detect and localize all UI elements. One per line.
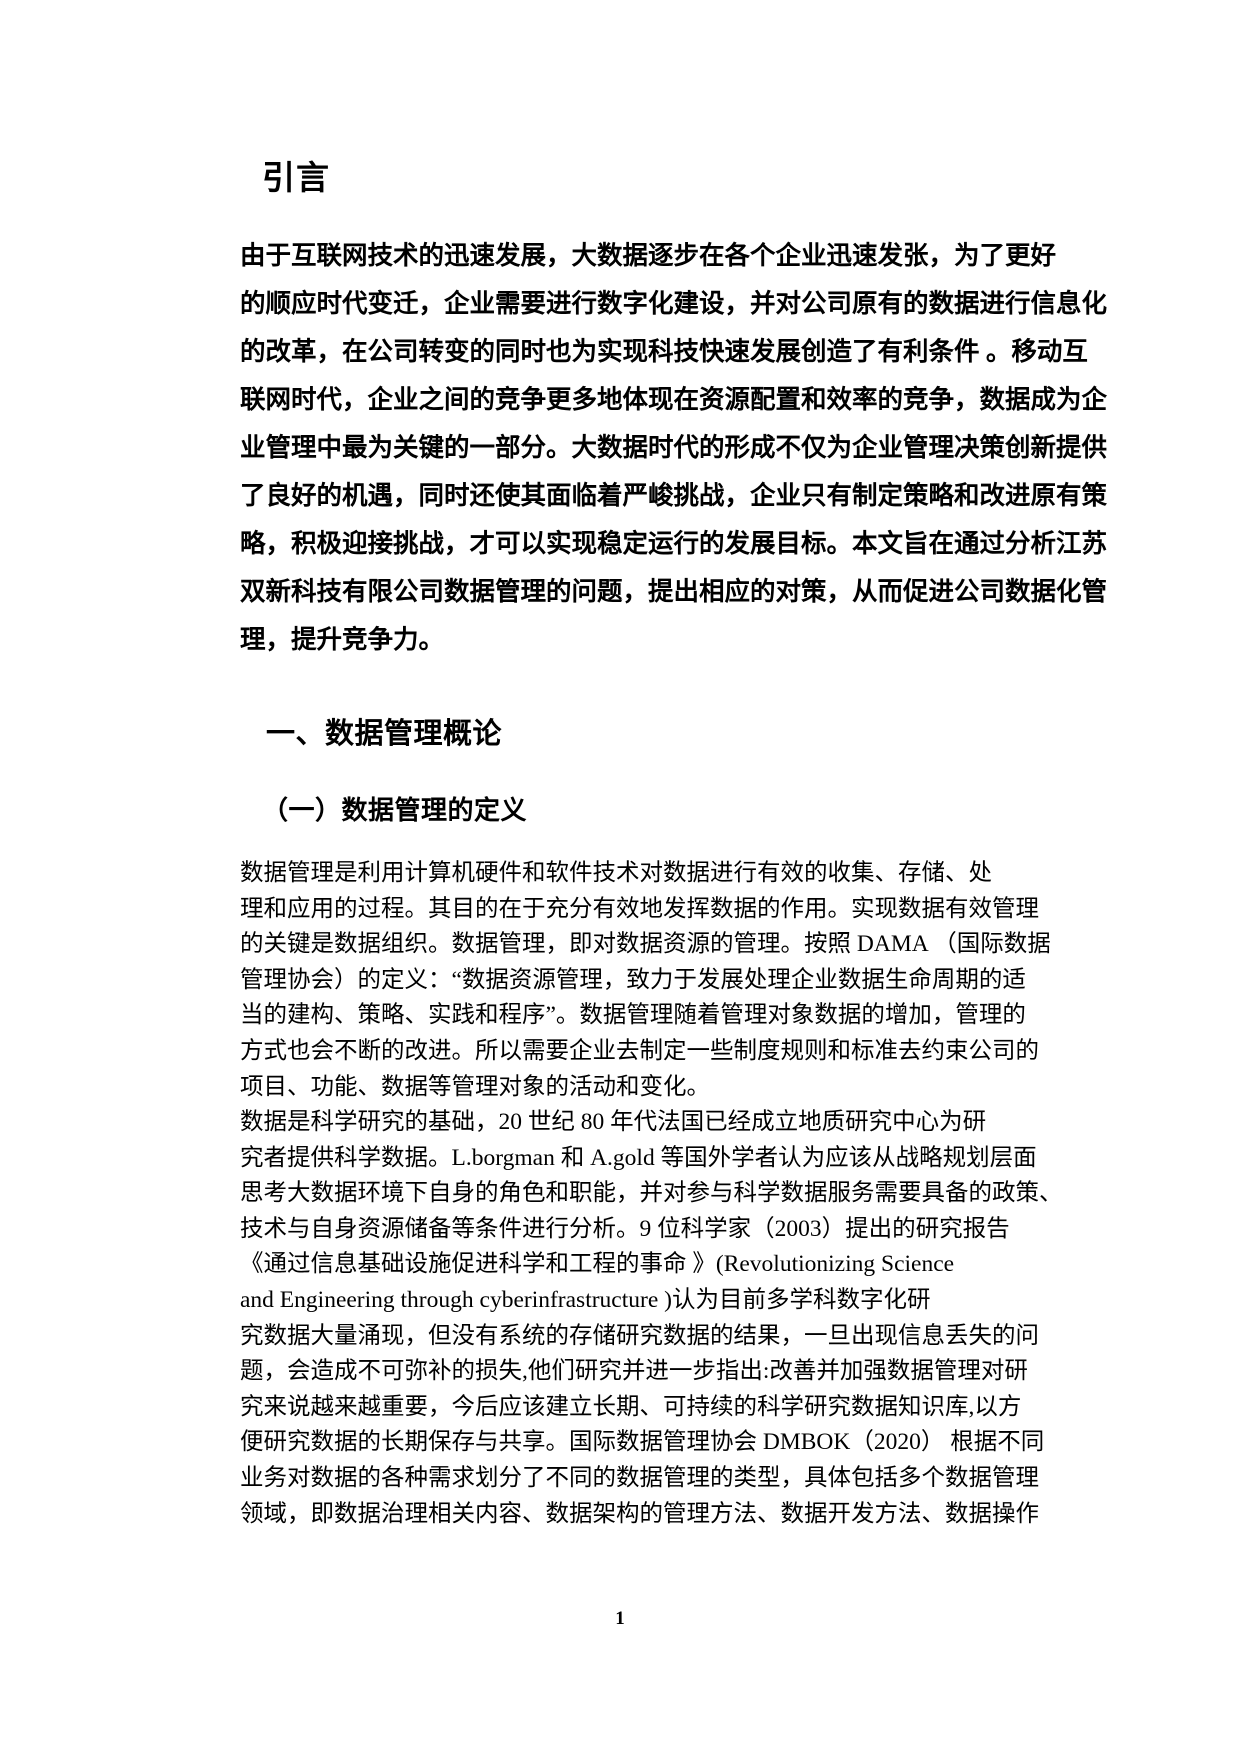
paragraph-line: 略，积极迎接挑战，才可以实现稳定运行的发展目标。本文旨在通过分析江苏 — [240, 529, 1108, 558]
paragraph-line: 究数据大量涌现，但没有系统的存储研究数据的结果，一旦出现信息丢失的问 — [240, 1322, 1039, 1349]
paragraph-line: 思考大数据环境下自身的角色和职能，并对参与科学数据服务需要具备的政策、 — [240, 1180, 1063, 1207]
paragraph-line: 项目、功能、数据等管理对象的活动和变化。 — [240, 1073, 710, 1100]
paragraph-line: 技术与自身资源储备等条件进行分析。9 位科学家（2003）提出的研究报告 — [240, 1215, 1010, 1242]
paragraph-line: and Engineering through cyberinfrastruct… — [240, 1286, 931, 1313]
paragraph-line: 方式也会不断的改进。所以需要企业去制定一些制度规则和标准去约束公司的 — [240, 1037, 1039, 1064]
paragraph-line: 管理协会）的定义：“数据资源管理，致力于发展处理企业数据生命周期的适 — [240, 966, 1026, 993]
paragraph-line: 究者提供科学数据。L.borgman 和 A.gold 等国外学者认为应该从战略… — [240, 1144, 1037, 1171]
paragraph-line: 《通过信息基础设施促进科学和工程的事命 》(Revolutionizing Sc… — [240, 1251, 955, 1278]
paragraph-line: 题，会造成不可弥补的损失,他们研究并进一步指出:改善并加强数据管理对研 — [240, 1358, 1028, 1385]
paragraph-line: 业管理中最为关键的一部分。大数据时代的形成不仅为企业管理决策创新提供 — [240, 433, 1108, 462]
paragraph-line: 的关键是数据组织。数据管理，即对数据资源的管理。按照 DAMA （国际数据 — [240, 931, 1051, 958]
paragraph-line: 业务对数据的各种需求划分了不同的数据管理的类型，具体包括多个数据管理 — [240, 1464, 1039, 1491]
page-content: 引言 由于互联网技术的迅速发展，大数据逐步在各个企业迅速发张，为了更好 的顺应时… — [168, 0, 1108, 1754]
body-paragraph-2: 数据是科学研究的基础，20 世纪 80 年代法国已经成立地质研究中心为研 究者提… — [240, 1105, 1063, 1532]
heading-subsection-1-1: （一）数据管理的定义 — [262, 795, 528, 825]
paragraph-line: 便研究数据的长期保存与共享。国际数据管理协会 DMBOK（2020） 根据不同 — [240, 1429, 1045, 1456]
paragraph-line: 的改革，在公司转变的同时也为实现科技快速发展创造了有利条件 。移动互 — [240, 337, 1088, 366]
heading-introduction: 引言 — [262, 161, 330, 197]
paragraph-line: 的顺应时代变迁，企业需要进行数字化建设，并对公司原有的数据进行信息化 — [240, 289, 1108, 318]
body-paragraph-1: 数据管理是利用计算机硬件和软件技术对数据进行有效的收集、存储、处 理和应用的过程… — [240, 856, 1051, 1105]
paragraph-line: 理和应用的过程。其目的在于充分有效地发挥数据的作用。实现数据有效管理 — [240, 895, 1039, 922]
paragraph-line: 数据管理是利用计算机硬件和软件技术对数据进行有效的收集、存储、处 — [240, 860, 992, 886]
paragraph-line: 领域，即数据治理相关内容、数据架构的管理方法、数据开发方法、数据操作 — [240, 1500, 1039, 1527]
paragraph-line: 由于互联网技术的迅速发展，大数据逐步在各个企业迅速发张，为了更好 — [240, 241, 1057, 270]
paragraph-line: 双新科技有限公司数据管理的问题，提出相应的对策，从而促进公司数据化管 — [240, 577, 1108, 606]
paragraph-line: 当的建构、策略、实践和程序”。数据管理随着管理对象数据的增加，管理的 — [240, 1002, 1026, 1029]
paragraph-line: 理，提升竞争力。 — [240, 625, 445, 654]
introduction-paragraph: 由于互联网技术的迅速发展，大数据逐步在各个企业迅速发张，为了更好 的顺应时代变迁… — [240, 232, 1108, 664]
paragraph-line: 究来说越来越重要，今后应该建立长期、可持续的科学研究数据知识库,以方 — [240, 1393, 1022, 1420]
page-number: 1 — [615, 1608, 625, 1629]
heading-section-1: 一、数据管理概论 — [266, 718, 503, 750]
paragraph-line: 了良好的机遇，同时还使其面临着严峻挑战，企业只有制定策略和改进原有策 — [240, 481, 1108, 510]
paragraph-line: 数据是科学研究的基础，20 世纪 80 年代法国已经成立地质研究中心为研 — [240, 1109, 987, 1135]
paragraph-line: 联网时代，企业之间的竞争更多地体现在资源配置和效率的竞争，数据成为企 — [240, 385, 1108, 414]
